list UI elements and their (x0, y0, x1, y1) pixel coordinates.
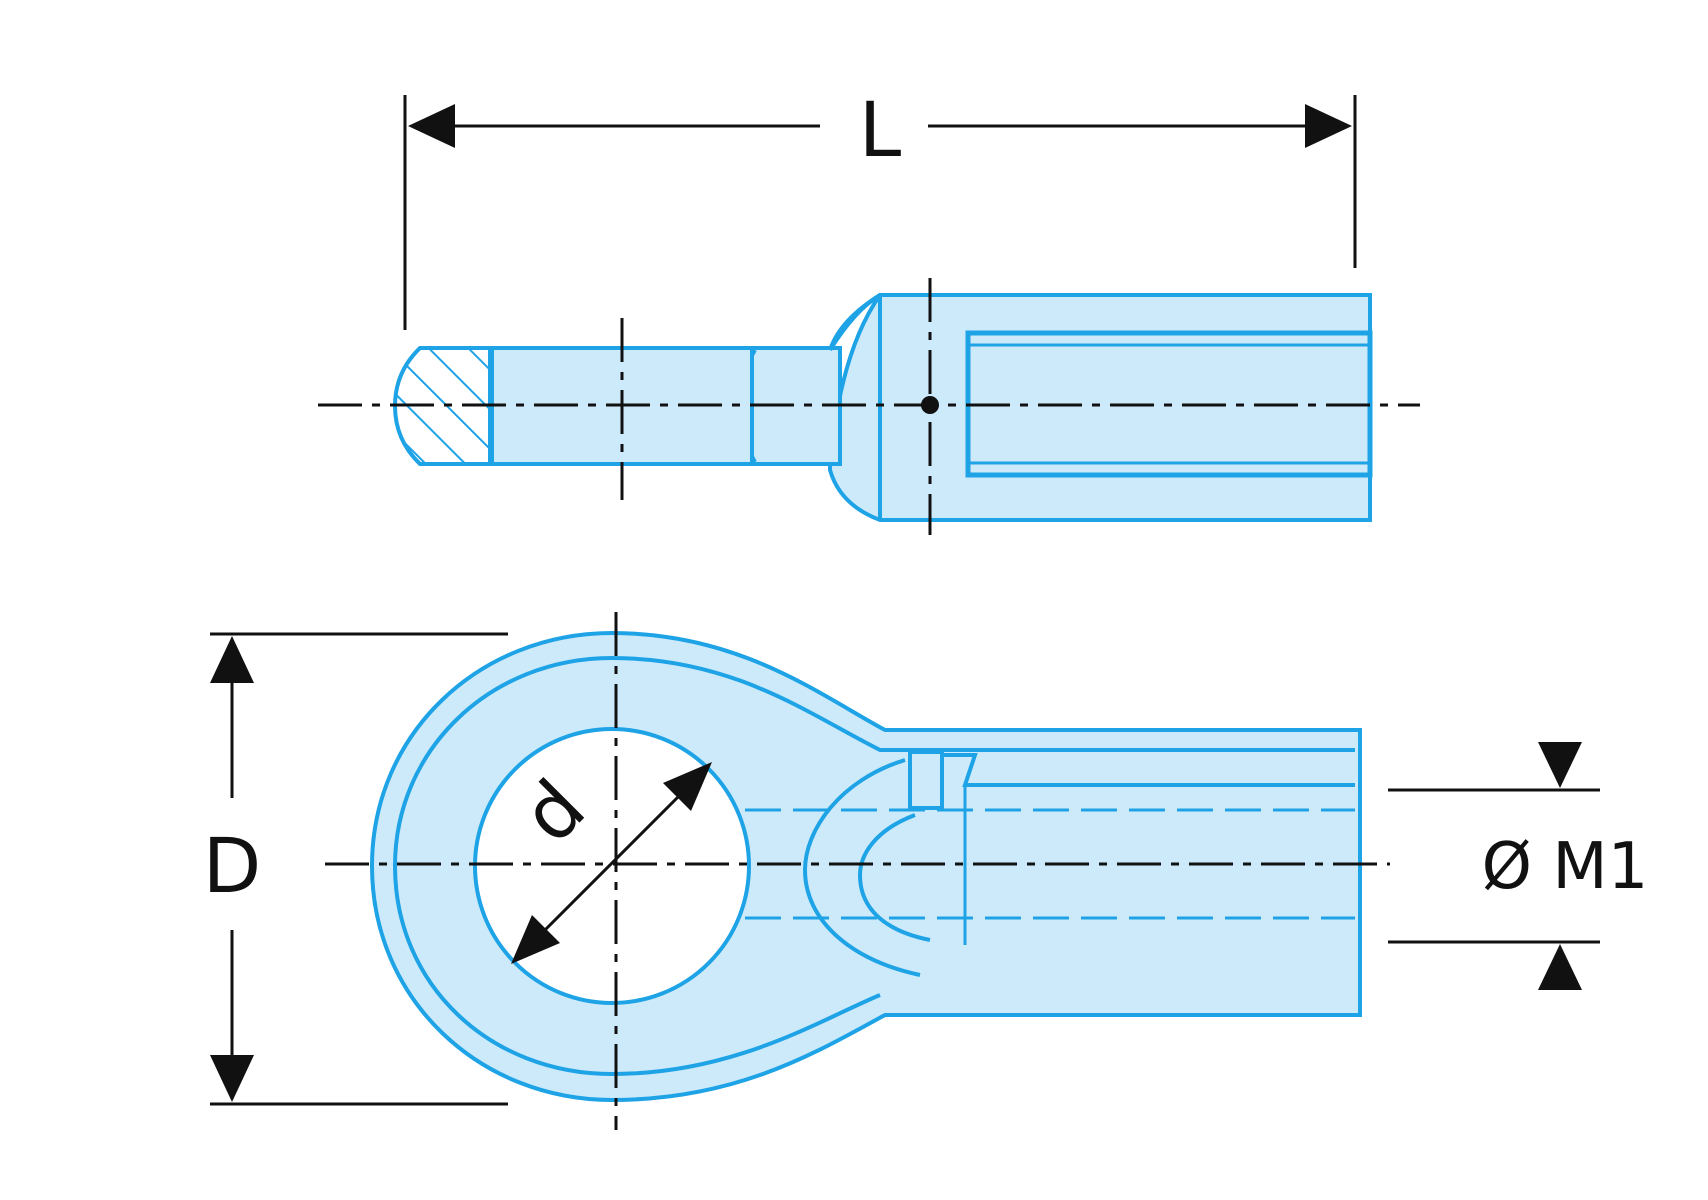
arrow-thread-up-icon (1538, 944, 1582, 990)
arrow-up-icon (210, 636, 254, 683)
pin-point (921, 396, 939, 414)
arrow-thread-down-icon (1538, 742, 1582, 788)
dimension-length: L (403, 85, 1357, 330)
thread-label: Ø M1 (1482, 830, 1649, 904)
top-view (325, 612, 1390, 1130)
arrow-left-icon (408, 104, 455, 148)
arrow-d-lower-icon (511, 915, 560, 964)
arrow-d-upper-icon (663, 762, 712, 811)
outer-diameter-label: D (203, 821, 262, 910)
length-label: L (859, 85, 901, 174)
dimension-thread: Ø M1 (1388, 742, 1648, 990)
side-view-head (828, 293, 1372, 522)
dimension-outer-diameter: D (203, 632, 508, 1106)
square-drive-section (392, 346, 494, 466)
side-view (318, 278, 1420, 535)
arrow-right-icon (1305, 104, 1352, 148)
ring-transition (802, 758, 921, 977)
arrow-down-icon (210, 1055, 254, 1102)
pin-slot (908, 750, 944, 810)
